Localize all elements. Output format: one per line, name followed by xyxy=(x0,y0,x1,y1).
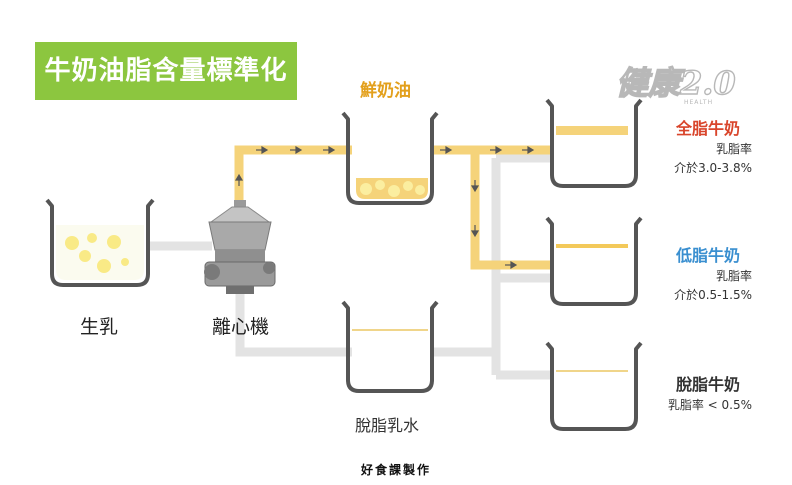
raw-milk-beaker xyxy=(45,198,155,287)
skim-milk-fat-range: 乳脂率 < 0.5% xyxy=(667,398,752,412)
arrow-down xyxy=(470,180,480,193)
fat-globules xyxy=(65,233,129,273)
low-fat-milk-beaker xyxy=(545,216,643,306)
pipe-cream-to-low-fat xyxy=(470,150,552,270)
raw-milk-liquid xyxy=(56,225,144,280)
health20-logo: 健康2.0 HEALTH xyxy=(612,56,774,108)
arrow-up xyxy=(234,173,244,186)
skim-water-beaker xyxy=(341,300,439,393)
whole-milk-fat-range: 介於3.0-3.8% xyxy=(674,161,752,175)
cream-globules xyxy=(360,180,425,197)
raw-milk-label: 生乳 xyxy=(80,316,119,338)
credit-text: 好食課製作 xyxy=(360,463,431,477)
whole-milk-level xyxy=(556,126,628,135)
centrifuge-machine xyxy=(204,200,276,294)
cream-pipes xyxy=(234,145,552,270)
low-fat-milk-title: 低脂牛奶 xyxy=(676,246,741,265)
page-title: 牛奶油脂含量標準化 xyxy=(44,56,288,86)
arrow-right xyxy=(290,145,303,155)
raw-milk-container xyxy=(45,198,155,287)
skim-milk-title: 脫脂牛奶 xyxy=(676,375,741,394)
whole-milk-title: 全脂牛奶 xyxy=(676,119,741,138)
arrow-right xyxy=(505,260,518,270)
pipe-centrifuge-to-cream xyxy=(234,145,352,202)
logo-text: 健康2.0 xyxy=(616,64,736,102)
skim-pipes xyxy=(148,153,552,380)
low-fat-milk-fat-label: 乳脂率 xyxy=(715,269,752,283)
arrow-down xyxy=(470,225,480,238)
skim-milk-container xyxy=(545,341,643,431)
arrow-right xyxy=(490,145,503,155)
arrow-right xyxy=(323,145,336,155)
logo-mark: 健康2.0 HEALTH xyxy=(615,63,736,106)
low-fat-milk-fat-range: 介於0.5-1.5% xyxy=(674,288,752,302)
logo-subtext: HEALTH xyxy=(684,99,713,106)
flow-arrows xyxy=(234,145,535,270)
centrifuge-label: 離心機 xyxy=(212,316,270,338)
whole-milk-fat-label: 乳脂率 xyxy=(715,142,752,156)
cream-label: 鮮奶油 xyxy=(360,81,411,101)
cream-beaker xyxy=(341,111,439,205)
skim-water-container xyxy=(341,300,439,393)
arrow-right xyxy=(256,145,269,155)
pipe-centrifuge-to-skim xyxy=(235,292,352,357)
skim-milk-beaker xyxy=(545,341,643,431)
cream-container xyxy=(341,111,439,205)
whole-milk-beaker xyxy=(545,98,643,188)
arrow-right xyxy=(440,145,453,155)
whole-milk-container xyxy=(545,98,643,188)
low-fat-milk-container xyxy=(545,216,643,306)
title-banner: 牛奶油脂含量標準化 xyxy=(35,42,297,100)
arrow-right xyxy=(522,145,535,155)
skim-water-label: 脫脂乳水 xyxy=(355,416,420,435)
